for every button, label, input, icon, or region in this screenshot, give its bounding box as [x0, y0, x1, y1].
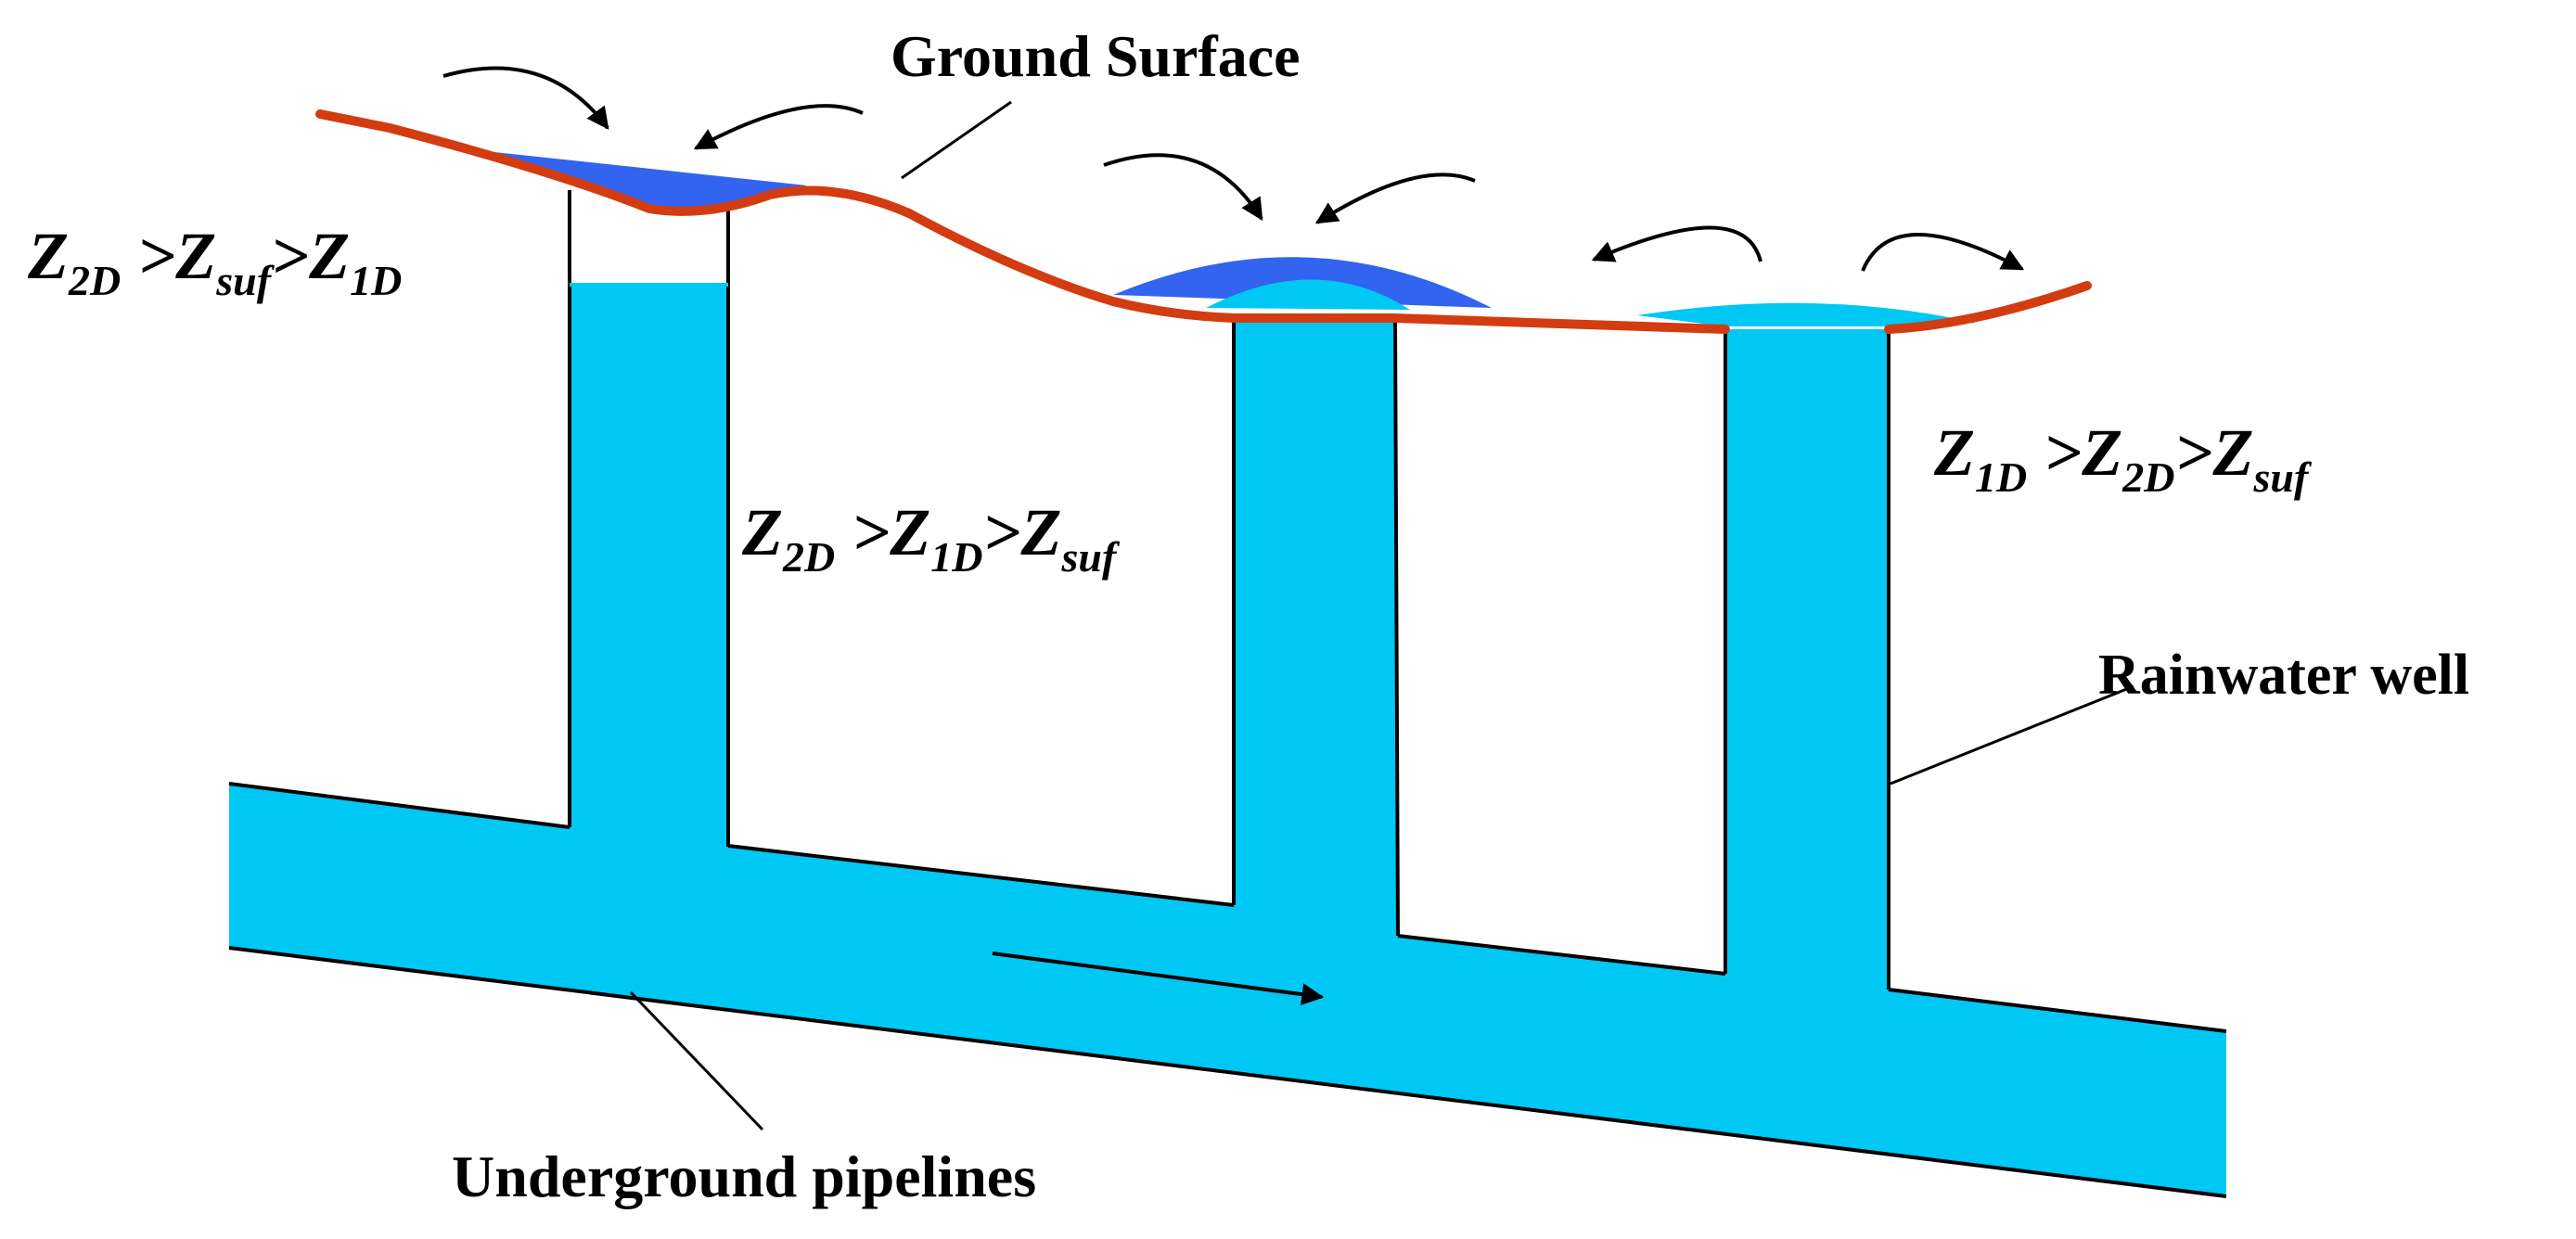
underground-pipelines-label: Underground pipelines [452, 1143, 1036, 1209]
condition-term: >Z [2174, 415, 2253, 490]
curved-arrow-icon [1103, 153, 1263, 222]
condition-term: >Z [835, 495, 930, 569]
condition-term: Z [741, 495, 783, 569]
condition-term: >Z [121, 219, 216, 293]
right-well-condition: Z1D >Z2D>Zsuf [1933, 415, 2313, 501]
condition-subscript: 1D [930, 533, 982, 581]
ground-surface-leader [901, 100, 1012, 180]
curved-arrow-icon [1861, 233, 2025, 272]
rainwater-wells [568, 190, 1890, 990]
condition-term: >Z [982, 495, 1061, 569]
water-body [229, 287, 2226, 1196]
middle-well-condition: Z2D >Z1D>Zsuf [741, 495, 1121, 581]
ground-surface-label: Ground Surface [891, 23, 1301, 89]
underground-pipeline [228, 782, 2227, 1198]
ponded-water-left [459, 148, 807, 211]
underground-pipelines-leader [629, 990, 764, 1131]
left-well-condition: Z2D >Zsuf>Z1D [27, 219, 402, 304]
condition-term: >Z [2027, 415, 2122, 490]
condition-term: Z [1933, 415, 1975, 490]
condition-subscript: suf [215, 257, 275, 304]
curved-arrow-icon [1591, 225, 1762, 262]
condition-term: >Z [271, 219, 350, 293]
leader-lines [629, 100, 2134, 1131]
straight-arrow-icon [992, 952, 1325, 1006]
condition-subscript: 2D [782, 533, 835, 581]
rainwater-well-label: Rainwater well [2098, 644, 2469, 707]
overflow-water-right [1637, 302, 1976, 326]
curved-arrow-icon [442, 66, 609, 130]
condition-subscript: 2D [68, 257, 121, 304]
curved-arrow-icon [693, 104, 864, 150]
spill-water-middle [1206, 279, 1410, 310]
condition-subscript: 1D [1975, 453, 2027, 501]
condition-subscript: 2D [2121, 453, 2174, 501]
condition-subscript: 1D [350, 257, 402, 304]
rainwater-well-leader [1890, 684, 2134, 786]
well-2-right-wall [1393, 317, 1400, 937]
condition-subscript: suf [1060, 533, 1120, 581]
ground-surface-line [315, 109, 1730, 334]
condition-term: Z [27, 219, 69, 293]
condition-subscript: suf [2252, 453, 2312, 501]
curved-arrow-icon [1314, 172, 1476, 224]
ground-surface-line-right [1884, 281, 2092, 334]
exchange-arrows [442, 66, 2025, 1006]
